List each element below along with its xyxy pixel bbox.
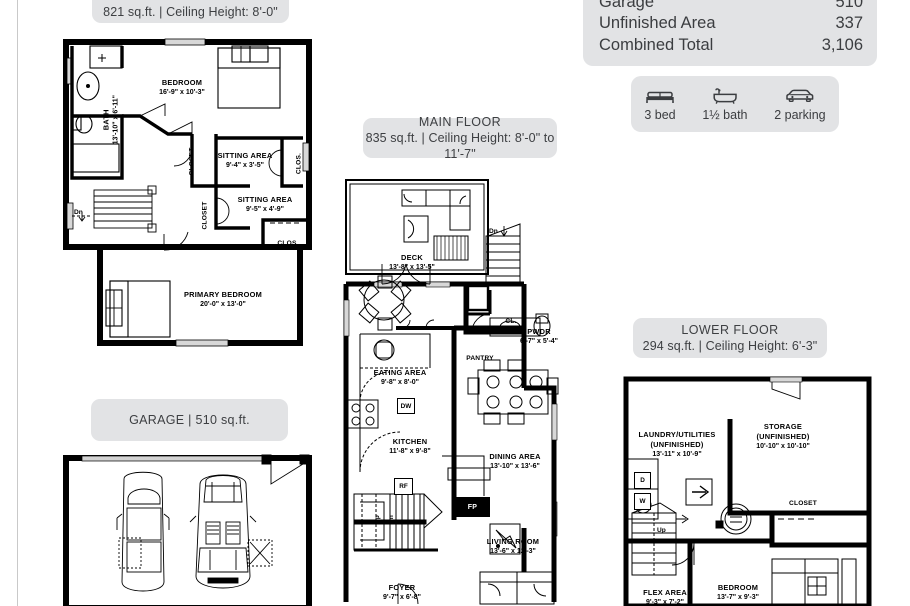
- page-margin-rule: [17, 0, 18, 606]
- summary-row-unfinished: Unfinished Area 337: [599, 13, 863, 35]
- feature-bed: 3 bed: [644, 87, 676, 122]
- room-label-eating-area: EATING AREA 9'-8" x 8'-0": [373, 368, 427, 386]
- tag-clos-upper-2: CLOS.: [277, 240, 299, 247]
- upper-floor-label: UPPER FLOOR 821 sq.ft. | Ceiling Height:…: [92, 0, 289, 23]
- room-label-pwdr: PWDR 6'-7" x 5'-4": [520, 327, 558, 345]
- appliance-washer: W: [634, 493, 651, 510]
- room-label-dining-area: DINING AREA 13'-10" x 13'-6": [489, 452, 541, 470]
- room-label-kitchen: KITCHEN 11'-8" x 9'-8": [389, 437, 431, 455]
- appliance-refrigerator: RF: [394, 478, 413, 495]
- room-label-bedroom-lower: BEDROOM 13'-7" x 9'-3": [717, 583, 759, 601]
- room-label-living-room: LIVING ROOM 13'-6" x 12'-3": [486, 537, 540, 555]
- summary-row-total: Combined Total 3,106: [599, 35, 863, 57]
- lower-floor-detail: 294 sq.ft. | Ceiling Height: 6'-3": [642, 339, 818, 353]
- appliance-dishwasher: DW: [397, 398, 415, 414]
- room-label-primary-bedroom: PRIMARY BEDROOM 20'-0" x 13'-0": [183, 290, 263, 308]
- summary-label-total: Combined Total: [599, 35, 714, 54]
- garage-label: GARAGE | 510 sq.ft.: [91, 399, 288, 441]
- tag-closet-upper-2: CLOSET: [201, 201, 209, 230]
- garage-title: GARAGE | 510 sq.ft.: [129, 413, 250, 427]
- stair-label-up-main: Up: [374, 515, 381, 524]
- room-label-deck: DECK 13'-8" x 13'-5": [389, 253, 435, 271]
- stair-label-dn-upper: Dn: [74, 209, 83, 216]
- fireplace-box: FP: [455, 497, 490, 517]
- room-label-flex-area: FLEX AREA 9'-3" x 7'-2": [643, 588, 687, 606]
- summary-label-unfinished: Unfinished Area: [599, 14, 716, 32]
- feature-bed-label: 3 bed: [644, 107, 676, 122]
- summary-value-total: 3,106: [821, 35, 863, 54]
- main-floor-detail: 835 sq.ft. | Ceiling Height: 8'-0" to 11…: [365, 131, 555, 161]
- room-label-foyer: FOYER 9'-7" x 6'-8": [383, 583, 421, 601]
- garage-plan: [60, 452, 320, 606]
- stair-label-dn-main-2: Dn: [388, 515, 395, 524]
- main-floor-title: MAIN FLOOR: [418, 115, 502, 129]
- upper-floor-plan: [60, 38, 320, 374]
- summary-label-garage: Garage: [599, 0, 655, 11]
- car-icon: [784, 87, 816, 105]
- main-floor-plan: [338, 172, 593, 606]
- lower-floor-title: LOWER FLOOR: [681, 323, 779, 337]
- feature-parking: 2 parking: [774, 87, 826, 122]
- summary-row-garage: Garage 510: [599, 0, 863, 13]
- stair-label-dn-main: Dn: [489, 228, 498, 235]
- room-label-bedroom-upper: BEDROOM 16'-9" x 10'-3": [159, 78, 205, 96]
- room-label-bath-upper: BATH 13'-10" x 6'-11": [101, 95, 120, 145]
- tag-cl-main: CL.: [505, 318, 517, 325]
- feature-bath-label: 1½ bath: [702, 107, 748, 122]
- room-label-storage: STORAGE (UNFINISHED) 10'-10" x 10'-10": [756, 422, 810, 450]
- bathtub-icon: [710, 87, 740, 105]
- upper-floor-title: UPPER FLOOR: [143, 0, 238, 4]
- summary-value-unfinished: 337: [835, 14, 863, 32]
- stair-label-up-lower: Up: [657, 527, 666, 534]
- feature-bath: 1½ bath: [702, 87, 748, 122]
- lower-floor-plan: [620, 373, 875, 606]
- upper-floor-detail: 821 sq.ft. | Ceiling Height: 8'-0": [103, 5, 278, 19]
- room-label-laundry-utilities: LAUNDRY/UTILITIES (UNFINISHED) 13'-11" x…: [638, 430, 716, 458]
- room-label-sitting-area-1: SITTING AREA 9'-4" x 3'-5": [217, 151, 273, 169]
- summary-value-garage: 510: [835, 0, 863, 11]
- features-panel: 3 bed 1½ bath: [631, 76, 839, 132]
- lower-floor-label: LOWER FLOOR 294 sq.ft. | Ceiling Height:…: [633, 318, 827, 358]
- tag-clos-upper-1: CLOS.: [295, 152, 303, 175]
- main-floor-label: MAIN FLOOR 835 sq.ft. | Ceiling Height: …: [363, 115, 557, 161]
- feature-parking-label: 2 parking: [774, 107, 826, 122]
- room-label-sitting-area-2: SITTING AREA 9'-5" x 4'-9": [237, 195, 293, 213]
- area-summary-panel: Deck 186 Garage 510 Unfinished Area 337 …: [583, 0, 877, 66]
- tag-pantry: PANTRY: [466, 355, 494, 362]
- appliance-dryer: D: [634, 472, 651, 489]
- bed-icon: [645, 87, 675, 105]
- tag-closet-upper-1: CLOSET: [188, 147, 196, 176]
- tag-closet-lower: CLOSET: [789, 500, 817, 507]
